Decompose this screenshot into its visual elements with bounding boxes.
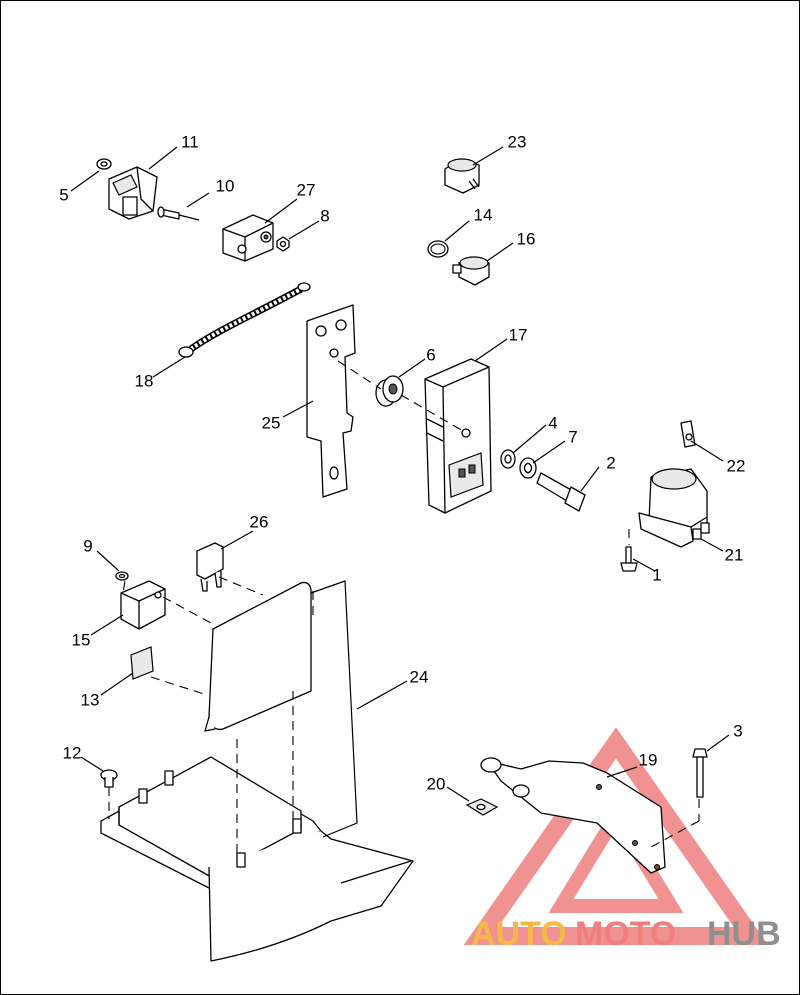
part-9-washer [115,571,129,581]
callout-2: 2 [606,453,615,472]
watermark-text: AUTO MOTO HUB [471,915,781,953]
callout-21: 21 [725,545,744,564]
callout-18: 18 [135,371,154,390]
watermark-word-hub: HUB [707,915,781,953]
part-13-label [130,646,154,680]
watermark-word-auto: AUTO [471,915,567,953]
assembly-lines [108,360,700,859]
part-19-bracket [480,757,666,874]
part-3-bolt [692,748,708,798]
part-18-ground-strap [178,282,311,358]
part-5-washer [96,158,112,170]
watermark-triangle-outer [463,727,769,945]
callout-19: 19 [639,750,658,769]
callout-22: 22 [727,456,746,475]
callout-12: 12 [63,743,82,762]
part-2-bolt [536,472,586,512]
part-6-spacer [375,375,404,407]
part-7-washer [519,457,537,479]
callout-1: 1 [652,565,661,584]
callout-27: 27 [297,180,316,199]
callout-26: 26 [250,512,269,531]
part-1-screw [620,546,638,572]
callout-11: 11 [181,132,199,151]
part-10-pin [157,206,200,221]
part-20-clip [465,798,499,816]
part-14-o-ring [427,240,449,258]
part-15-relay [120,580,166,630]
part-16-switch [452,256,490,286]
callout-17: 17 [509,325,528,344]
watermark-word-moto: MOTO [575,915,676,953]
part-27-circuit-breaker [222,214,274,262]
callout-15: 15 [72,630,91,649]
part-24-tray [100,756,414,962]
callout-25: 25 [262,413,281,432]
part-23-switch [444,158,480,194]
callout-24: 24 [410,667,429,686]
part-8-nut [276,236,290,252]
callout-labels: 1 2 3 4 5 6 7 8 9 10 11 12 13 14 15 16 1… [59,132,745,793]
part-17-module [424,358,492,514]
callout-20: 20 [427,774,446,793]
part-24-outline-lines [310,580,358,838]
part-24-cover [204,581,312,732]
callout-10: 10 [216,176,235,195]
callout-8: 8 [320,206,329,225]
part-22-terminal [680,420,696,448]
callout-14: 14 [474,205,493,224]
callout-3: 3 [733,721,742,740]
callout-7: 7 [568,427,577,446]
callout-5: 5 [59,185,68,204]
callout-16: 16 [517,229,536,248]
part-25-mounting-plate [306,304,356,498]
part-11-relay-bracket [108,166,158,220]
leader-lines [70,146,730,802]
part-21-starter-solenoid [638,468,710,548]
part-26-fuse [196,542,224,592]
callout-9: 9 [83,536,92,555]
part-12-push-pin [100,769,118,788]
callout-23: 23 [508,132,527,151]
callout-4: 4 [548,413,557,432]
part-4-washer [500,449,516,469]
callout-13: 13 [81,690,100,709]
callout-6: 6 [426,345,435,364]
